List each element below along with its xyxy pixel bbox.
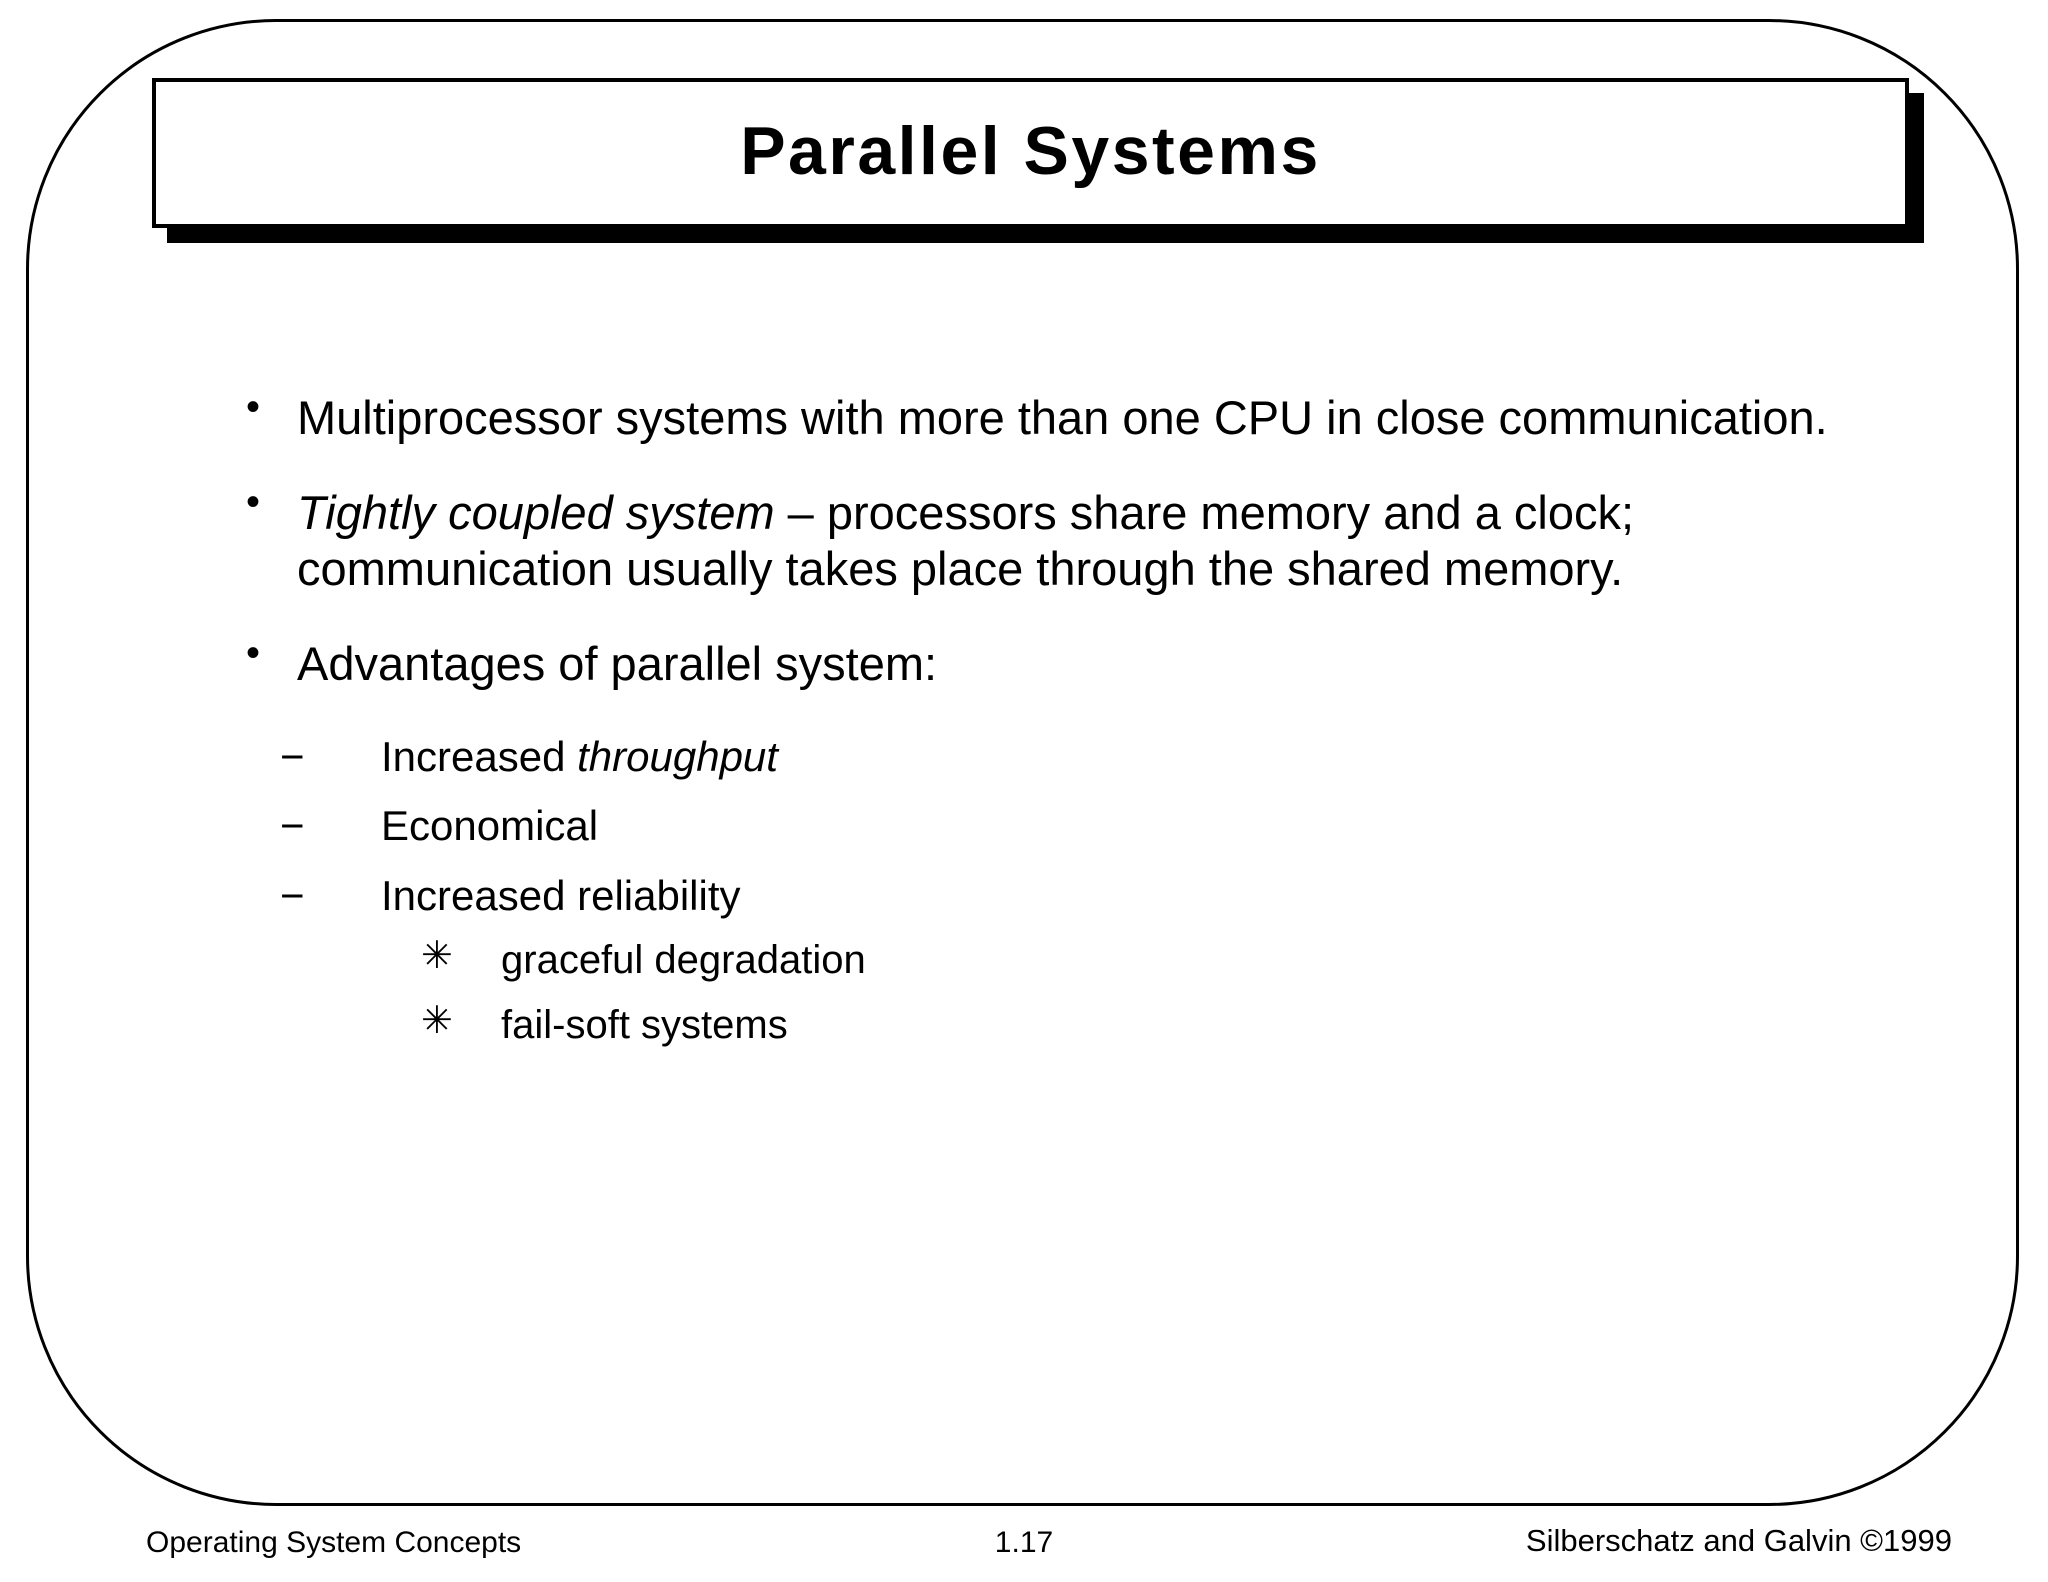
bullet-level2-lead: Increased xyxy=(381,732,578,780)
sub-bullet-group: − Increased throughput − Economical − In… xyxy=(243,732,1843,1049)
footer-book-title: Operating System Concepts xyxy=(146,1526,522,1559)
bullet-level1-rest: – processors share memory and a clock; c… xyxy=(297,486,1635,595)
bullet-dash-icon: − xyxy=(280,802,305,850)
bullet-level2-item: − Increased reliability xyxy=(243,871,1843,921)
bullet-level2-text: Increased reliability xyxy=(381,871,741,919)
bullet-dot-icon: • xyxy=(246,480,261,525)
title-box: Parallel Systems xyxy=(152,78,1909,228)
slide-content: • Multiprocessor systems with more than … xyxy=(243,385,1843,1049)
bullet-level2-item: − Increased throughput xyxy=(243,732,1843,782)
bullet-dash-icon: − xyxy=(280,871,305,919)
bullet-level1-text: Advantages of parallel system: xyxy=(297,637,938,691)
bullet-level1-text: Multiprocessor systems with more than on… xyxy=(297,391,1828,444)
bullet-level3-item: ✳ fail-soft systems xyxy=(243,999,1843,1049)
footer-page-number: 1.17 xyxy=(994,1526,1054,1559)
bullet-level2-item: − Economical xyxy=(243,801,1843,851)
bullet-level2-text: Economical xyxy=(381,802,599,850)
page-title: Parallel Systems xyxy=(740,113,1321,189)
bullet-dash-icon: − xyxy=(280,732,305,780)
bullet-asterisk-icon: ✳ xyxy=(421,935,453,978)
bullet-level1-item: • Advantages of parallel system: xyxy=(243,631,1843,691)
emphasis-term: throughput xyxy=(577,732,778,780)
bullet-level3-text: fail-soft systems xyxy=(501,1002,788,1047)
bullet-dot-icon: • xyxy=(246,385,261,429)
emphasis-term: Tightly coupled system xyxy=(297,486,775,540)
footer-copyright: Silberschatz and Galvin ©1999 xyxy=(1525,1523,1952,1558)
bullet-level1-text: Tightly coupled system – processors shar… xyxy=(297,485,1843,596)
bullet-level1-item: • Tightly coupled system – processors sh… xyxy=(243,480,1843,596)
bullet-dot-icon: • xyxy=(246,631,261,676)
bullet-level3-item: ✳ graceful degradation xyxy=(243,935,1843,984)
bullet-level3-text: graceful degradation xyxy=(501,938,866,983)
bullet-level1-item: • Multiprocessor systems with more than … xyxy=(243,385,1843,445)
bullet-asterisk-icon: ✳ xyxy=(421,999,453,1042)
